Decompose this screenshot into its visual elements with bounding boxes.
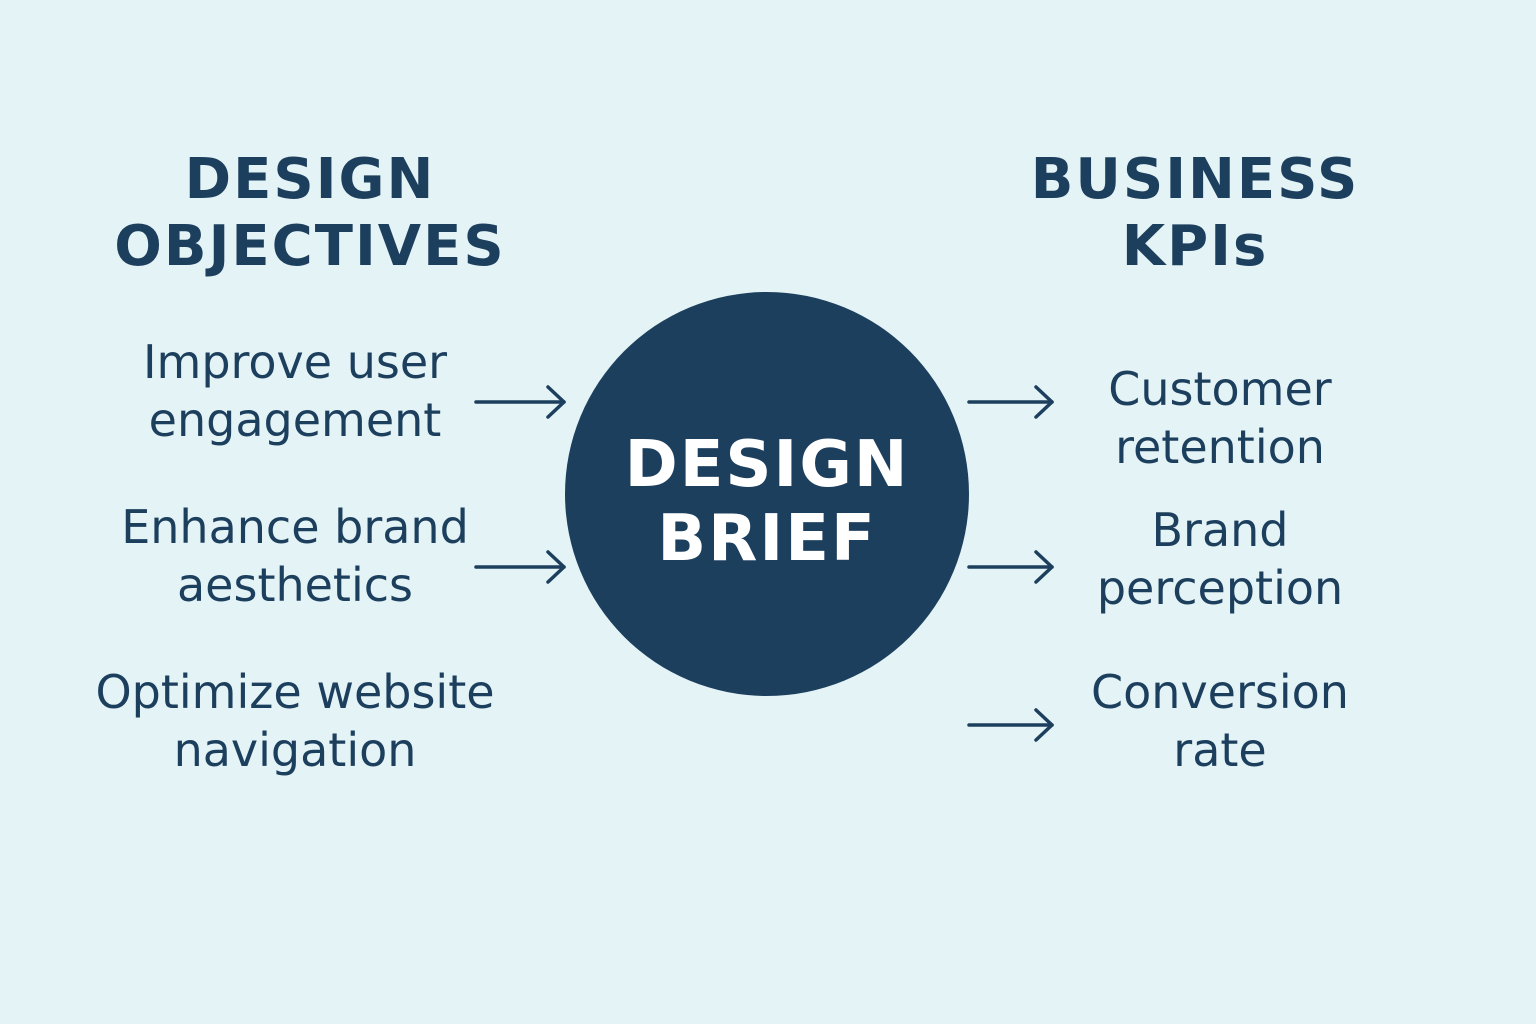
- kpi-line: Brand: [1151, 503, 1289, 557]
- kpi-item: Brand perception: [1060, 501, 1380, 617]
- design-objectives-heading: DESIGN OBJECTIVES: [100, 146, 520, 280]
- design-brief-title: DESIGN BRIEF: [565, 428, 969, 576]
- right-arrow-icon: [967, 708, 1054, 742]
- right-arrow-icon: [967, 385, 1054, 419]
- right-arrow-icon: [967, 550, 1054, 584]
- objective-line: Optimize website: [95, 665, 495, 719]
- objective-item: Enhance brand aesthetics: [80, 498, 510, 614]
- objective-line: navigation: [173, 723, 417, 777]
- business-kpis-heading: BUSINESS KPIs: [995, 146, 1395, 280]
- objective-line: engagement: [148, 393, 442, 447]
- heading-line: DESIGN: [184, 147, 436, 212]
- objective-item: Optimize website navigation: [80, 663, 510, 779]
- objective-line: Improve user: [142, 335, 448, 389]
- kpi-line: rate: [1173, 723, 1267, 777]
- kpi-line: perception: [1096, 561, 1344, 615]
- kpi-line: Customer: [1108, 362, 1332, 416]
- objective-item: Improve user engagement: [80, 333, 510, 449]
- heading-line: KPIs: [1121, 214, 1269, 279]
- kpi-item: Customer retention: [1060, 360, 1380, 476]
- design-brief-line: DESIGN: [624, 428, 910, 502]
- design-brief-line: BRIEF: [657, 502, 877, 576]
- objective-line: aesthetics: [176, 558, 414, 612]
- heading-line: OBJECTIVES: [114, 214, 506, 279]
- design-brief-circle: [565, 292, 969, 696]
- objective-line: Enhance brand: [121, 500, 469, 554]
- heading-line: BUSINESS: [1030, 147, 1360, 212]
- kpi-line: Conversion: [1091, 665, 1349, 719]
- kpi-line: retention: [1115, 420, 1325, 474]
- kpi-item: Conversion rate: [1060, 663, 1380, 779]
